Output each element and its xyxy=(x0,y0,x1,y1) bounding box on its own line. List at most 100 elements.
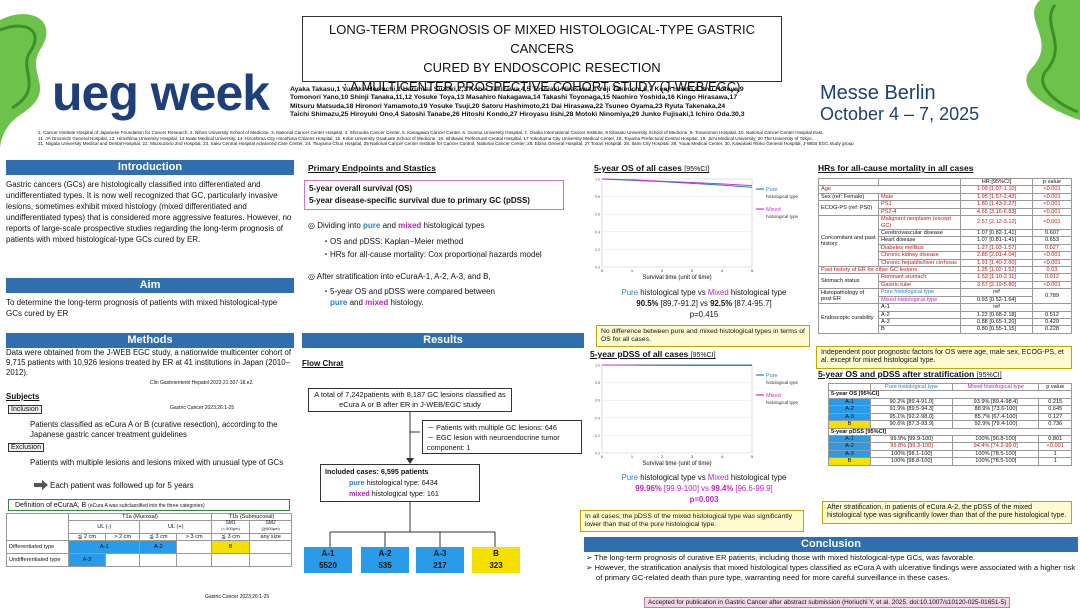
hr-value: 3.57 [2.19-5.80] xyxy=(960,280,1033,290)
authors-line-4: Taichi Shimazu,25 Hiroyuki Ono,4 Satoshi… xyxy=(290,111,745,119)
x-axis-label: Survival time (unit of time) xyxy=(642,275,711,281)
hr-p-value: 0.512 xyxy=(1032,310,1072,320)
hr-value: 1.91 [1.40-2.60] xyxy=(960,258,1033,268)
strat-col-mixed: Mixed histological type xyxy=(952,382,1040,392)
hr-value: 0.93 [0.52-1.64] xyxy=(960,295,1033,305)
pdss-chart-title: 5-year pDSS of all cases [95%CI] xyxy=(590,349,716,359)
hr-value: ref xyxy=(960,303,1033,312)
stat-bullet-compare-2: pure and mixed histology. xyxy=(330,298,424,307)
methods-heading: Methods xyxy=(6,333,294,348)
methods-ref-2: Gastric Cancer 2023;26:1-25 xyxy=(170,405,235,411)
hr-value: 1.25 [1.02-1.52] xyxy=(960,266,1033,275)
title-line-2: CURED BY ENDOSCOPIC RESECTION xyxy=(423,60,661,75)
legend-sublabel: histological type xyxy=(766,400,799,405)
endpoints-box: 5-year overall survival (OS) 5-year dise… xyxy=(304,180,564,210)
hr-value: 1.80 [1.43-2.27] xyxy=(960,200,1033,209)
hr-p-value: 0.429 xyxy=(1032,317,1072,327)
hr-value: 0.88 [0.65-1.20] xyxy=(960,317,1033,327)
y-tick-label: 0.8 xyxy=(595,195,600,199)
hr-p-value: 0.012 xyxy=(1032,273,1072,282)
def-title-box: Definition of eCuraA, B (eCura A was sub… xyxy=(8,499,290,511)
hr-group: Age xyxy=(818,185,961,194)
t1a-header: T1a (Mucosal) xyxy=(68,512,212,522)
hr-subgroup: A-1 xyxy=(878,303,961,312)
ul-neg-header: UL (-) xyxy=(67,520,141,534)
strat-curability: A-1 xyxy=(828,397,871,407)
strat-curability: A-3 xyxy=(828,449,871,459)
strat-mixed: 94.4% [74.2-99.0] xyxy=(952,442,1040,451)
x-tick-label: 1 xyxy=(631,268,634,273)
author-list: Ayaka Takasu,1 Yusuke Horiuchi,1 Haruhis… xyxy=(290,86,810,120)
hr-subgroup: Heart disease xyxy=(878,236,961,245)
x-tick-label: 3 xyxy=(691,268,694,273)
hr-value: ref xyxy=(960,288,1033,297)
hr-p-value: <0.001 xyxy=(1032,207,1072,217)
hr-value: 1.52 [1.10-2.11] xyxy=(960,273,1033,282)
strat-curability: A-3 xyxy=(828,412,871,422)
hr-group: Past history of ER for other GC lesions xyxy=(818,266,961,275)
inclusion-text: Patients classified as eCura A or B (cur… xyxy=(30,420,278,439)
strat-mixed: 100% [78.5-100] xyxy=(952,457,1040,466)
y-tick-label: 0.8 xyxy=(595,381,600,385)
hr-p-value: <0.001 xyxy=(1032,215,1072,230)
strat-p: 0.645 xyxy=(1038,405,1072,414)
y-tick-label: 0.6 xyxy=(595,213,600,217)
exclusion-text: Patients with multiple lesions and lesio… xyxy=(30,458,284,467)
strat-pure: 100% [98.1-100] xyxy=(869,449,954,459)
y-tick-label: 0.0 xyxy=(595,266,600,270)
strat-note: After stratification, in patients of eCu… xyxy=(822,501,1072,524)
cell-a2: A-2 xyxy=(139,540,178,555)
x-tick-label: 1 xyxy=(631,454,634,459)
y-tick-label: 0.2 xyxy=(595,434,600,438)
affiliations-line-1: 1. Cancer Institute Hospital of Japanese… xyxy=(38,130,824,135)
hr-heading: HRs for all-cause mortality in all cases xyxy=(818,163,974,173)
x-tick-label: 5 xyxy=(751,454,754,459)
y-tick-label: 0.0 xyxy=(595,452,600,456)
hr-subgroup: A-2 xyxy=(878,310,961,320)
sm1-header: SM1(< 500μm) xyxy=(210,520,251,534)
hr-subgroup: Mixed histological type xyxy=(878,295,961,305)
x-tick-label: 0 xyxy=(601,454,604,459)
hr-subgroup: Gastric tube xyxy=(878,280,961,290)
strat-p: 1 xyxy=(1038,457,1072,466)
strat-mixed: 100% [96.8-100] xyxy=(952,434,1040,444)
pdss-note: In all cases, the pDSS of the mixed hist… xyxy=(580,510,804,533)
conclusion-bullet-1: ➢ The long-term prognosis of curative ER… xyxy=(586,553,976,562)
cell-a1: A-1 xyxy=(67,540,141,555)
followup-text: Each patient was followed up for 5 years xyxy=(50,481,194,490)
def-subtitle: (eCura A was subclassified into the thre… xyxy=(88,503,205,509)
included-cases: Included cases: 6,595 patients xyxy=(325,467,429,476)
strat-p: 0.801 xyxy=(1038,434,1072,444)
authors-line-2: Tomonori Yano,10 Shinji Tanaka,11,12 Yos… xyxy=(290,94,738,102)
size-col: any size xyxy=(249,532,292,542)
sm2-header: SM2(≧500μm) xyxy=(249,520,292,534)
hr-group: Concomitant and past history xyxy=(818,215,879,268)
size-col: > 3 cm xyxy=(176,532,212,542)
cell-b: B xyxy=(210,540,251,555)
authors-line-1: Ayaka Takasu,1 Yusuke Horiuchi,1 Haruhis… xyxy=(290,86,744,93)
y-tick-label: 0.4 xyxy=(595,230,600,234)
affiliations-line-2: 11. JA Onomichi General Hospital, 12. Hi… xyxy=(38,135,813,141)
strat-heading: 5-year OS and pDSS after stratification … xyxy=(818,369,1002,379)
hr-subgroup: PS1 xyxy=(878,200,961,209)
x-tick-label: 3 xyxy=(691,454,694,459)
def-title: Definition of eCuraA, B xyxy=(15,502,87,509)
strat-pure: 99.8% [99.3-100] xyxy=(869,442,954,451)
